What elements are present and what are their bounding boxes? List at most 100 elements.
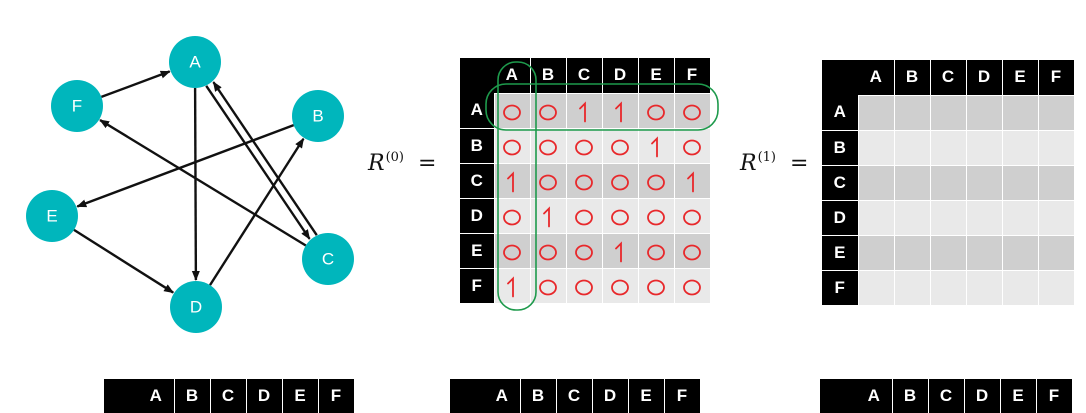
matrix-row: C: [822, 164, 1075, 201]
edge-d-to-b: [208, 137, 305, 286]
matrix-cell: [673, 232, 711, 269]
column-header: C: [210, 379, 247, 413]
matrix-row: D: [822, 199, 1075, 236]
r1-label: R(1)=: [740, 150, 808, 176]
node-label: F: [72, 97, 82, 116]
column-header: C: [556, 379, 593, 413]
matrix-cell: [673, 127, 711, 164]
r1-superscript: (1): [757, 150, 776, 165]
node-label: A: [189, 53, 201, 72]
matrix-cell: [1037, 269, 1075, 306]
matrix-row: F: [822, 269, 1075, 306]
matrix-row: A: [822, 94, 1075, 131]
matrix-cell: [493, 267, 531, 304]
matrix-cell: [565, 127, 603, 164]
matrix-cell: [565, 162, 603, 199]
node-circle: [292, 90, 344, 142]
matrix-cell: [929, 164, 967, 201]
column-header: D: [602, 58, 639, 93]
handwritten-digit-0: [503, 244, 521, 261]
handwritten-digit-0: [647, 174, 665, 191]
matrix-cell: [929, 94, 967, 131]
matrix-cell: [637, 232, 675, 269]
matrix-cell: [965, 269, 1003, 306]
column-header: F: [674, 58, 711, 93]
matrix-corner: [460, 58, 494, 93]
row-header: E: [822, 235, 858, 271]
handwritten-digit-1: [615, 241, 622, 263]
node-circle: [170, 281, 222, 333]
handwritten-digit-0: [647, 104, 665, 121]
matrix-cell: [1001, 94, 1039, 131]
matrix-cell: [929, 129, 967, 166]
column-header: C: [928, 379, 965, 413]
handwritten-digit-0: [683, 209, 701, 226]
matrix-cell: [673, 267, 711, 304]
matrix-cell: [493, 92, 531, 129]
matrix-cell: [565, 267, 603, 304]
node-label: E: [46, 207, 57, 226]
handwritten-digit-0: [539, 279, 557, 296]
node-circle: [51, 80, 103, 132]
matrix-cell: [857, 164, 895, 201]
column-header: F: [1036, 379, 1073, 413]
handwritten-digit-0: [647, 279, 665, 296]
handwritten-digit-0: [611, 209, 629, 226]
matrix-corner: [450, 379, 484, 413]
matrix-cell: [1037, 234, 1075, 271]
matrix-cell: [857, 94, 895, 131]
matrix-cell: [565, 92, 603, 129]
column-header: A: [858, 60, 895, 95]
edge-c-to-a: [212, 81, 318, 236]
matrix-cell: [1037, 94, 1075, 131]
handwritten-digit-1: [687, 171, 694, 193]
handwritten-digit-0: [575, 279, 593, 296]
edge-e-to-d: [73, 228, 175, 294]
matrix-cell: [637, 267, 675, 304]
matrix-cell: [893, 199, 931, 236]
node-label: B: [312, 107, 323, 126]
handwritten-annotations: [485, 61, 719, 311]
handwritten-digit-0: [575, 244, 593, 261]
graph-node-f: F: [51, 80, 103, 132]
row-header: B: [822, 130, 858, 166]
column-header: E: [638, 58, 675, 93]
row-header: A: [460, 93, 494, 129]
r0-superscript: (0): [385, 150, 404, 165]
edge-f-to-a: [100, 70, 171, 99]
handwritten-digit-0: [683, 244, 701, 261]
matrix-cell: [965, 199, 1003, 236]
row-header: C: [822, 165, 858, 201]
r0-equals: =: [418, 151, 437, 176]
edge-c-to-f: [99, 119, 307, 247]
handwritten-digit-1: [579, 101, 586, 123]
matrix-cell: [601, 232, 639, 269]
column-header: E: [282, 379, 319, 413]
matrix-cell: [893, 94, 931, 131]
row-header: F: [822, 270, 858, 306]
matrix-cell: [1037, 199, 1075, 236]
handwritten-digit-0: [539, 174, 557, 191]
edge-a-to-d: [191, 87, 200, 282]
column-header: A: [484, 379, 521, 413]
handwritten-digit-0: [647, 209, 665, 226]
handwritten-digit-0: [575, 209, 593, 226]
matrix-cell: [601, 162, 639, 199]
matrix-cell: [1001, 234, 1039, 271]
column-header: F: [1038, 60, 1075, 95]
handwritten-digit-0: [611, 174, 629, 191]
node-label: D: [190, 298, 202, 317]
matrix-corner: [104, 379, 138, 413]
matrix-corner: [822, 60, 858, 95]
matrix-cell: [1001, 129, 1039, 166]
column-header: A: [856, 379, 893, 413]
handwritten-digit-0: [647, 244, 665, 261]
matrix-cell: [673, 92, 711, 129]
matrix-row: E: [460, 232, 711, 269]
column-header: E: [1002, 60, 1039, 95]
row-header: B: [460, 128, 494, 164]
r0-label: R(0)=: [368, 150, 436, 176]
handwritten-digit-1: [651, 136, 658, 158]
